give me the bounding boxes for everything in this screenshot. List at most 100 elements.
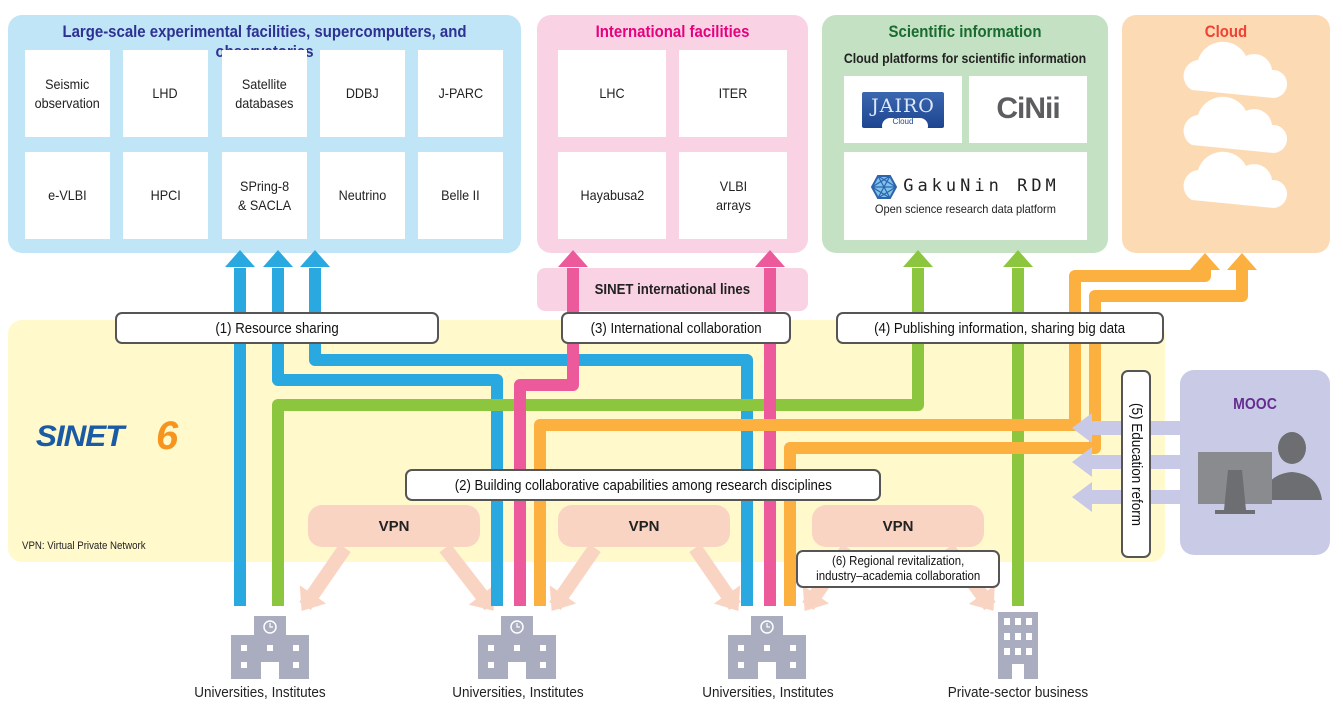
building-door <box>261 662 279 679</box>
facility-cell[interactable]: Belle II <box>418 152 503 239</box>
person-icon <box>1262 432 1322 500</box>
facility-cell[interactable]: SPring-8 & SACLA <box>222 152 307 239</box>
clock-hands <box>766 623 770 628</box>
facility-cell[interactable]: J-PARC <box>418 50 503 137</box>
clock-hands <box>516 623 520 628</box>
facility-name: Seismic observation <box>34 75 101 111</box>
gakunin-subtitle: Open science research data platform <box>874 201 1057 216</box>
building-window <box>1026 648 1032 655</box>
vpn-box-1: VPN <box>308 505 480 547</box>
facility-name: J-PARC <box>438 85 483 102</box>
cloud-line-1 <box>534 270 1211 606</box>
label-publishing: (4) Publishing information, sharing big … <box>836 312 1164 344</box>
building-window <box>1004 633 1010 640</box>
arrow-up-icon <box>755 250 785 267</box>
sinet-international-lines-label: SINET international lines <box>594 281 751 298</box>
arrow-up-icon <box>903 250 933 267</box>
facility-cell[interactable]: Satellite databases <box>222 50 307 137</box>
building-window <box>488 662 494 668</box>
cinii-text: CiNii <box>996 92 1060 126</box>
facility-name: LHC <box>599 85 625 102</box>
gakunin-text: GakuNin RDM <box>903 176 1060 197</box>
sinet-logo-text: SINET <box>35 420 125 453</box>
sinet-logo-number: 6 <box>156 414 179 458</box>
international-title: International facilities <box>595 22 750 41</box>
building-window <box>1004 618 1010 625</box>
monitor-stand-icon <box>1224 470 1246 510</box>
building-door <box>508 662 526 679</box>
scientific-subtitle: Cloud platforms for scientific informati… <box>843 50 1087 66</box>
international-facility-cell[interactable]: LHC <box>558 50 666 137</box>
building-window <box>1015 618 1021 625</box>
facility-cell[interactable]: e-VLBI <box>25 152 110 239</box>
cloud-icon <box>1183 96 1288 153</box>
arrow-up-icon <box>558 250 588 267</box>
arrow-left-icon <box>1072 447 1092 477</box>
label-resource-sharing: (1) Resource sharing <box>115 312 439 344</box>
arrow-up-icon <box>1190 253 1220 270</box>
jairo-cloud-text: Cloud <box>892 116 914 126</box>
building-window <box>514 645 520 651</box>
arrow-up-icon <box>300 250 330 267</box>
vpn-box-3: VPN <box>812 505 984 547</box>
sinet6-logo: SINET 6 <box>35 414 208 462</box>
jairo-text: JAIRO <box>871 94 935 117</box>
vpn-box-2: VPN <box>558 505 730 547</box>
building-window <box>790 645 796 651</box>
building-window <box>1015 633 1021 640</box>
building-window <box>488 645 494 651</box>
clock-icon <box>510 620 524 634</box>
building-window <box>1026 618 1032 625</box>
facility-name: e-VLBI <box>48 187 87 204</box>
cloud-icon <box>1183 151 1288 208</box>
label-building-capabilities: (2) Building collaborative capabilities … <box>405 469 881 501</box>
sinet-international-lines: SINET international lines <box>537 268 808 311</box>
cinii-logo[interactable]: CiNii <box>969 76 1087 143</box>
vpn-arrowhead <box>468 585 495 611</box>
endpoint-label-1: Universities, Institutes <box>194 684 326 701</box>
facility-cell[interactable]: Neutrino <box>320 152 405 239</box>
arrow-up-icon <box>263 250 293 267</box>
arrow-up-icon <box>1003 250 1033 267</box>
building-door <box>758 662 776 679</box>
scientific-title: Scientific information <box>888 22 1042 41</box>
vpn-arrowhead <box>299 585 327 611</box>
facility-cell[interactable]: Seismic observation <box>25 50 110 137</box>
international-facility-cell[interactable]: ITER <box>679 50 787 137</box>
international-facility-cell[interactable]: Hayabusa2 <box>558 152 666 239</box>
building-window <box>738 645 744 651</box>
gakunin-rdm-logo[interactable]: GakuNin RDM Open science research data p… <box>844 152 1087 240</box>
label-regional-revitalization: (6) Regional revitalization, industry–ac… <box>796 550 1000 588</box>
vpn-arrowhead <box>549 585 577 611</box>
building-window <box>764 645 770 651</box>
facility-name: SPring-8 & SACLA <box>237 177 292 213</box>
cloud-title: Cloud <box>1204 22 1248 41</box>
arrow-left-icon <box>1072 413 1092 443</box>
building-door <box>1012 664 1024 679</box>
international-facility-cell[interactable]: VLBI arrays <box>679 152 787 239</box>
clock-icon <box>760 620 774 634</box>
endpoint-label-4: Private-sector business <box>947 684 1089 701</box>
building-window <box>293 645 299 651</box>
label-education-reform: (5) Education reform <box>1121 370 1151 558</box>
jairo-cloud-logo[interactable]: JAIRO Cloud <box>844 76 962 143</box>
facility-name: HPCI <box>150 187 181 204</box>
arrow-up-icon <box>225 250 255 267</box>
facility-cell[interactable]: LHD <box>123 50 208 137</box>
building-window <box>241 645 247 651</box>
vpn-footnote: VPN: Virtual Private Network <box>22 540 146 552</box>
facility-cell[interactable]: DDBJ <box>320 50 405 137</box>
building-window <box>790 662 796 668</box>
facility-name: Neutrino <box>338 187 387 204</box>
mooc-title: MOOC <box>1233 396 1277 413</box>
vpn-arrowhead <box>713 585 741 611</box>
gakunin-hexagon-icon <box>871 174 898 199</box>
arrow-up-icon <box>1227 253 1257 270</box>
facility-name: ITER <box>718 85 748 102</box>
facility-cell[interactable]: HPCI <box>123 152 208 239</box>
building-window <box>540 645 546 651</box>
facility-name: Belle II <box>441 187 480 204</box>
building-window <box>293 662 299 668</box>
clock-hands <box>269 623 273 628</box>
